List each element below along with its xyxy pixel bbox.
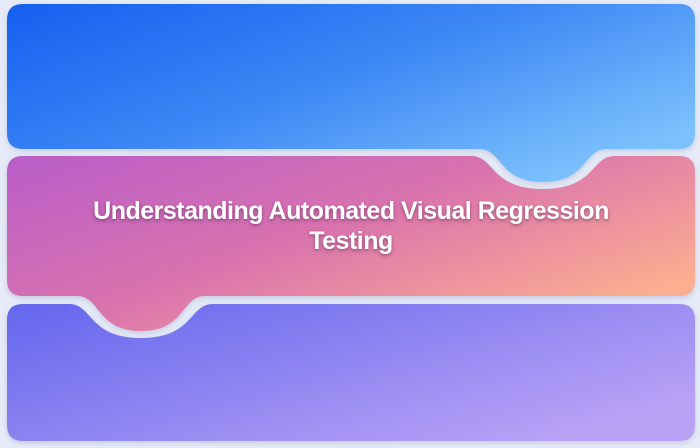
bottom-block-shape [7, 304, 695, 441]
top-block-shape [7, 4, 695, 182]
middle-block-shape [7, 156, 695, 331]
